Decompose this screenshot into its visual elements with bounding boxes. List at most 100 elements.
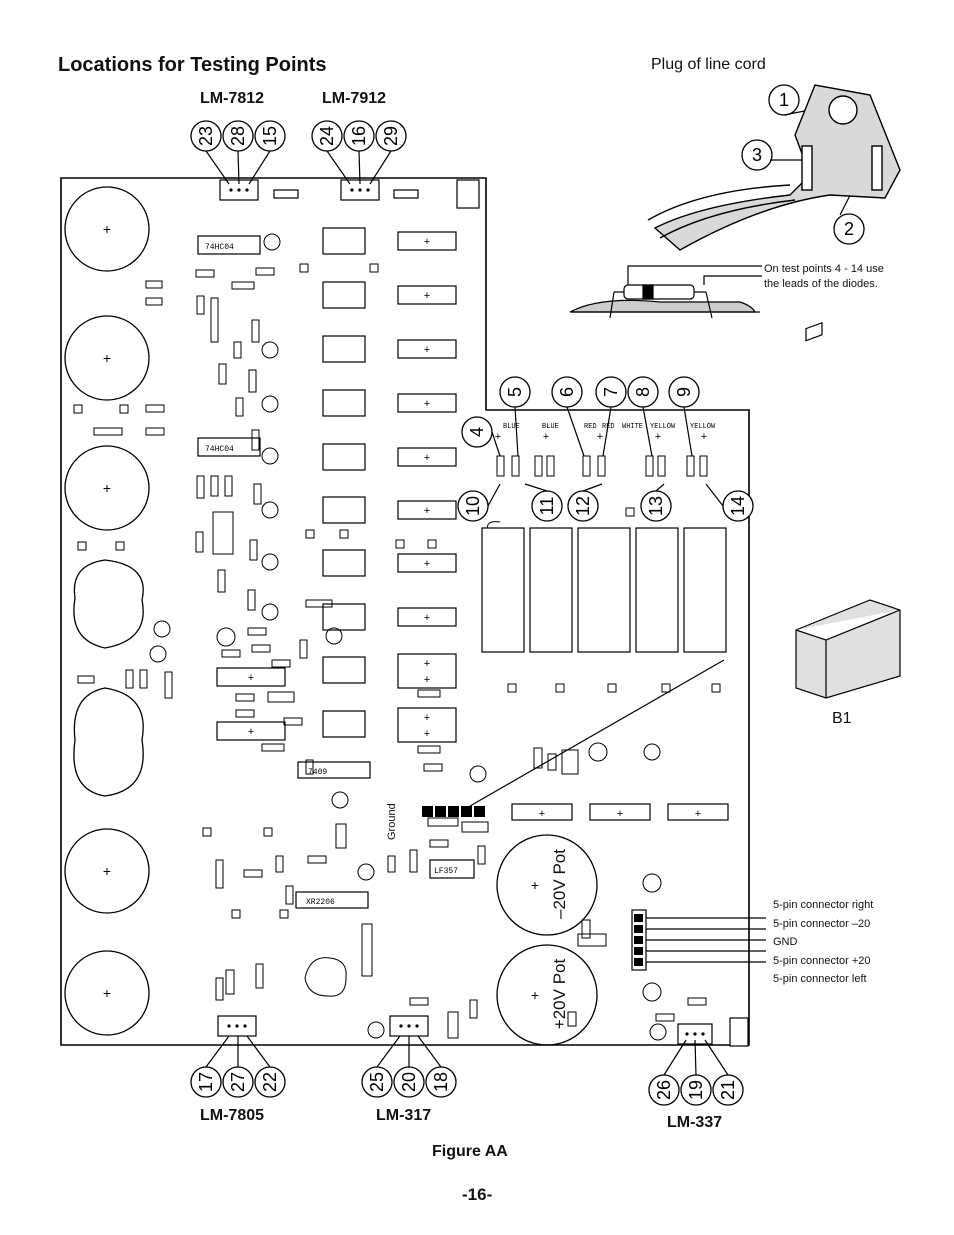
pointer-arrows [205, 107, 863, 1076]
connector-pins [422, 806, 643, 966]
test-point-label: 28 [228, 126, 248, 146]
svg-text:+: + [424, 658, 430, 670]
regulator-lm7812-label: LM-7812 [200, 90, 265, 107]
connector-label-left: 5-pin connector left [773, 973, 867, 985]
b1-label: B1 [832, 710, 852, 727]
connector-label-plus20: 5-pin connector +20 [773, 955, 871, 967]
svg-text:LF357: LF357 [434, 867, 458, 876]
test-point-label: 11 [537, 497, 557, 516]
test-point-label: 20 [399, 1072, 419, 1092]
svg-text:+: + [424, 612, 430, 624]
svg-text:+: + [103, 350, 111, 366]
svg-text:+: + [617, 808, 623, 820]
svg-text:+: + [424, 712, 430, 724]
svg-text:+: + [424, 558, 430, 570]
round-parts [149, 233, 667, 1041]
svg-text:+: + [103, 221, 111, 237]
svg-text:RED: RED [584, 423, 597, 431]
regulator-lm337-label: LM-337 [667, 1114, 723, 1131]
test-point-label: 9 [674, 387, 694, 397]
svg-text:74HC04: 74HC04 [205, 243, 234, 252]
pot-minus20-label: –20V Pot [550, 849, 569, 919]
diode-row [496, 455, 708, 477]
diode-note: On test points 4 - 14 use the leads of t… [764, 263, 884, 290]
svg-text:+: + [424, 344, 430, 356]
page-number: -16- [462, 1185, 493, 1204]
test-point-label: 2 [844, 219, 854, 239]
connector-label-right: 5-pin connector right [773, 899, 874, 911]
reg-pins [227, 188, 705, 1036]
svg-text:+: + [424, 505, 430, 517]
svg-text:+: + [539, 808, 545, 820]
test-point-label: 7 [601, 387, 621, 397]
relay-plus: +++ +++ +++ +++ ++ [248, 236, 430, 740]
small-components [77, 267, 707, 1039]
test-point-label: 15 [260, 126, 280, 146]
svg-text:+: + [424, 290, 430, 302]
diode-closeup [569, 265, 762, 319]
svg-text:+: + [531, 987, 539, 1003]
svg-text:+: + [424, 674, 430, 686]
pot-plus20-label: +20V Pot [550, 958, 569, 1030]
svg-text:+: + [655, 431, 661, 443]
svg-text:+: + [701, 431, 707, 443]
test-point-markers [190, 84, 865, 1106]
test-point-label: 21 [718, 1080, 738, 1100]
svg-text:+: + [103, 985, 111, 1001]
test-point-label: 26 [654, 1080, 674, 1100]
test-point-label: 16 [349, 126, 369, 146]
test-point-label: 3 [752, 145, 762, 165]
test-point-label: 17 [196, 1072, 216, 1092]
ground-label: Ground [386, 803, 398, 840]
connector-label-minus20: 5-pin connector –20 [773, 918, 871, 930]
svg-text:+: + [248, 726, 254, 738]
svg-text:YELLOW: YELLOW [650, 423, 676, 431]
test-point-label: 13 [646, 496, 666, 516]
test-point-label: 25 [367, 1072, 387, 1092]
test-pads [73, 263, 721, 919]
svg-text:+: + [543, 431, 549, 443]
page-title: Locations for Testing Points [58, 54, 327, 76]
svg-text:+: + [424, 452, 430, 464]
regulator-lm317-label: LM-317 [376, 1107, 432, 1124]
test-point-label: 14 [728, 496, 748, 516]
svg-text:+: + [424, 398, 430, 410]
test-point-label: 18 [431, 1072, 451, 1092]
svg-text:+: + [103, 480, 111, 496]
test-point-numbers: 23 28 15 24 16 29 1 3 2 4 5 6 7 8 9 10 1… [196, 90, 854, 1100]
test-point-label: 4 [467, 427, 487, 437]
svg-text:BLUE: BLUE [542, 423, 559, 431]
test-point-label: 19 [686, 1080, 706, 1100]
svg-text:7409: 7409 [308, 768, 327, 777]
right-plus: +++ +++ ++ [495, 431, 707, 820]
connector-label-gnd: GND [773, 936, 798, 948]
svg-text:WHITE: WHITE [622, 423, 643, 431]
regulator-lm7805-label: LM-7805 [200, 1107, 265, 1124]
test-point-label: 27 [228, 1072, 248, 1092]
plug-drawing [647, 84, 901, 251]
svg-text:+: + [424, 236, 430, 248]
test-point-label: 10 [463, 496, 483, 516]
svg-text:XR2206: XR2206 [306, 898, 335, 907]
board-outline [60, 177, 750, 1046]
svg-text:YELLOW: YELLOW [690, 423, 716, 431]
svg-text:+: + [531, 877, 539, 893]
test-point-label: 12 [573, 496, 593, 516]
pot-plus: ++ [531, 877, 539, 1003]
test-point-label: 1 [779, 90, 789, 110]
svg-text:+: + [103, 863, 111, 879]
relay-blocks [197, 227, 475, 909]
svg-text:+: + [424, 728, 430, 740]
test-point-label: 24 [317, 126, 337, 146]
svg-text:74HC04: 74HC04 [205, 445, 234, 454]
svg-text:BLUE: BLUE [503, 423, 520, 431]
regulator-lm7912-label: LM-7912 [322, 90, 387, 107]
test-point-label: 22 [260, 1072, 280, 1092]
test-point-label: 5 [505, 387, 525, 397]
right-capacitors [481, 527, 729, 971]
test-point-label: 29 [381, 126, 401, 146]
b1-connector [795, 321, 901, 699]
